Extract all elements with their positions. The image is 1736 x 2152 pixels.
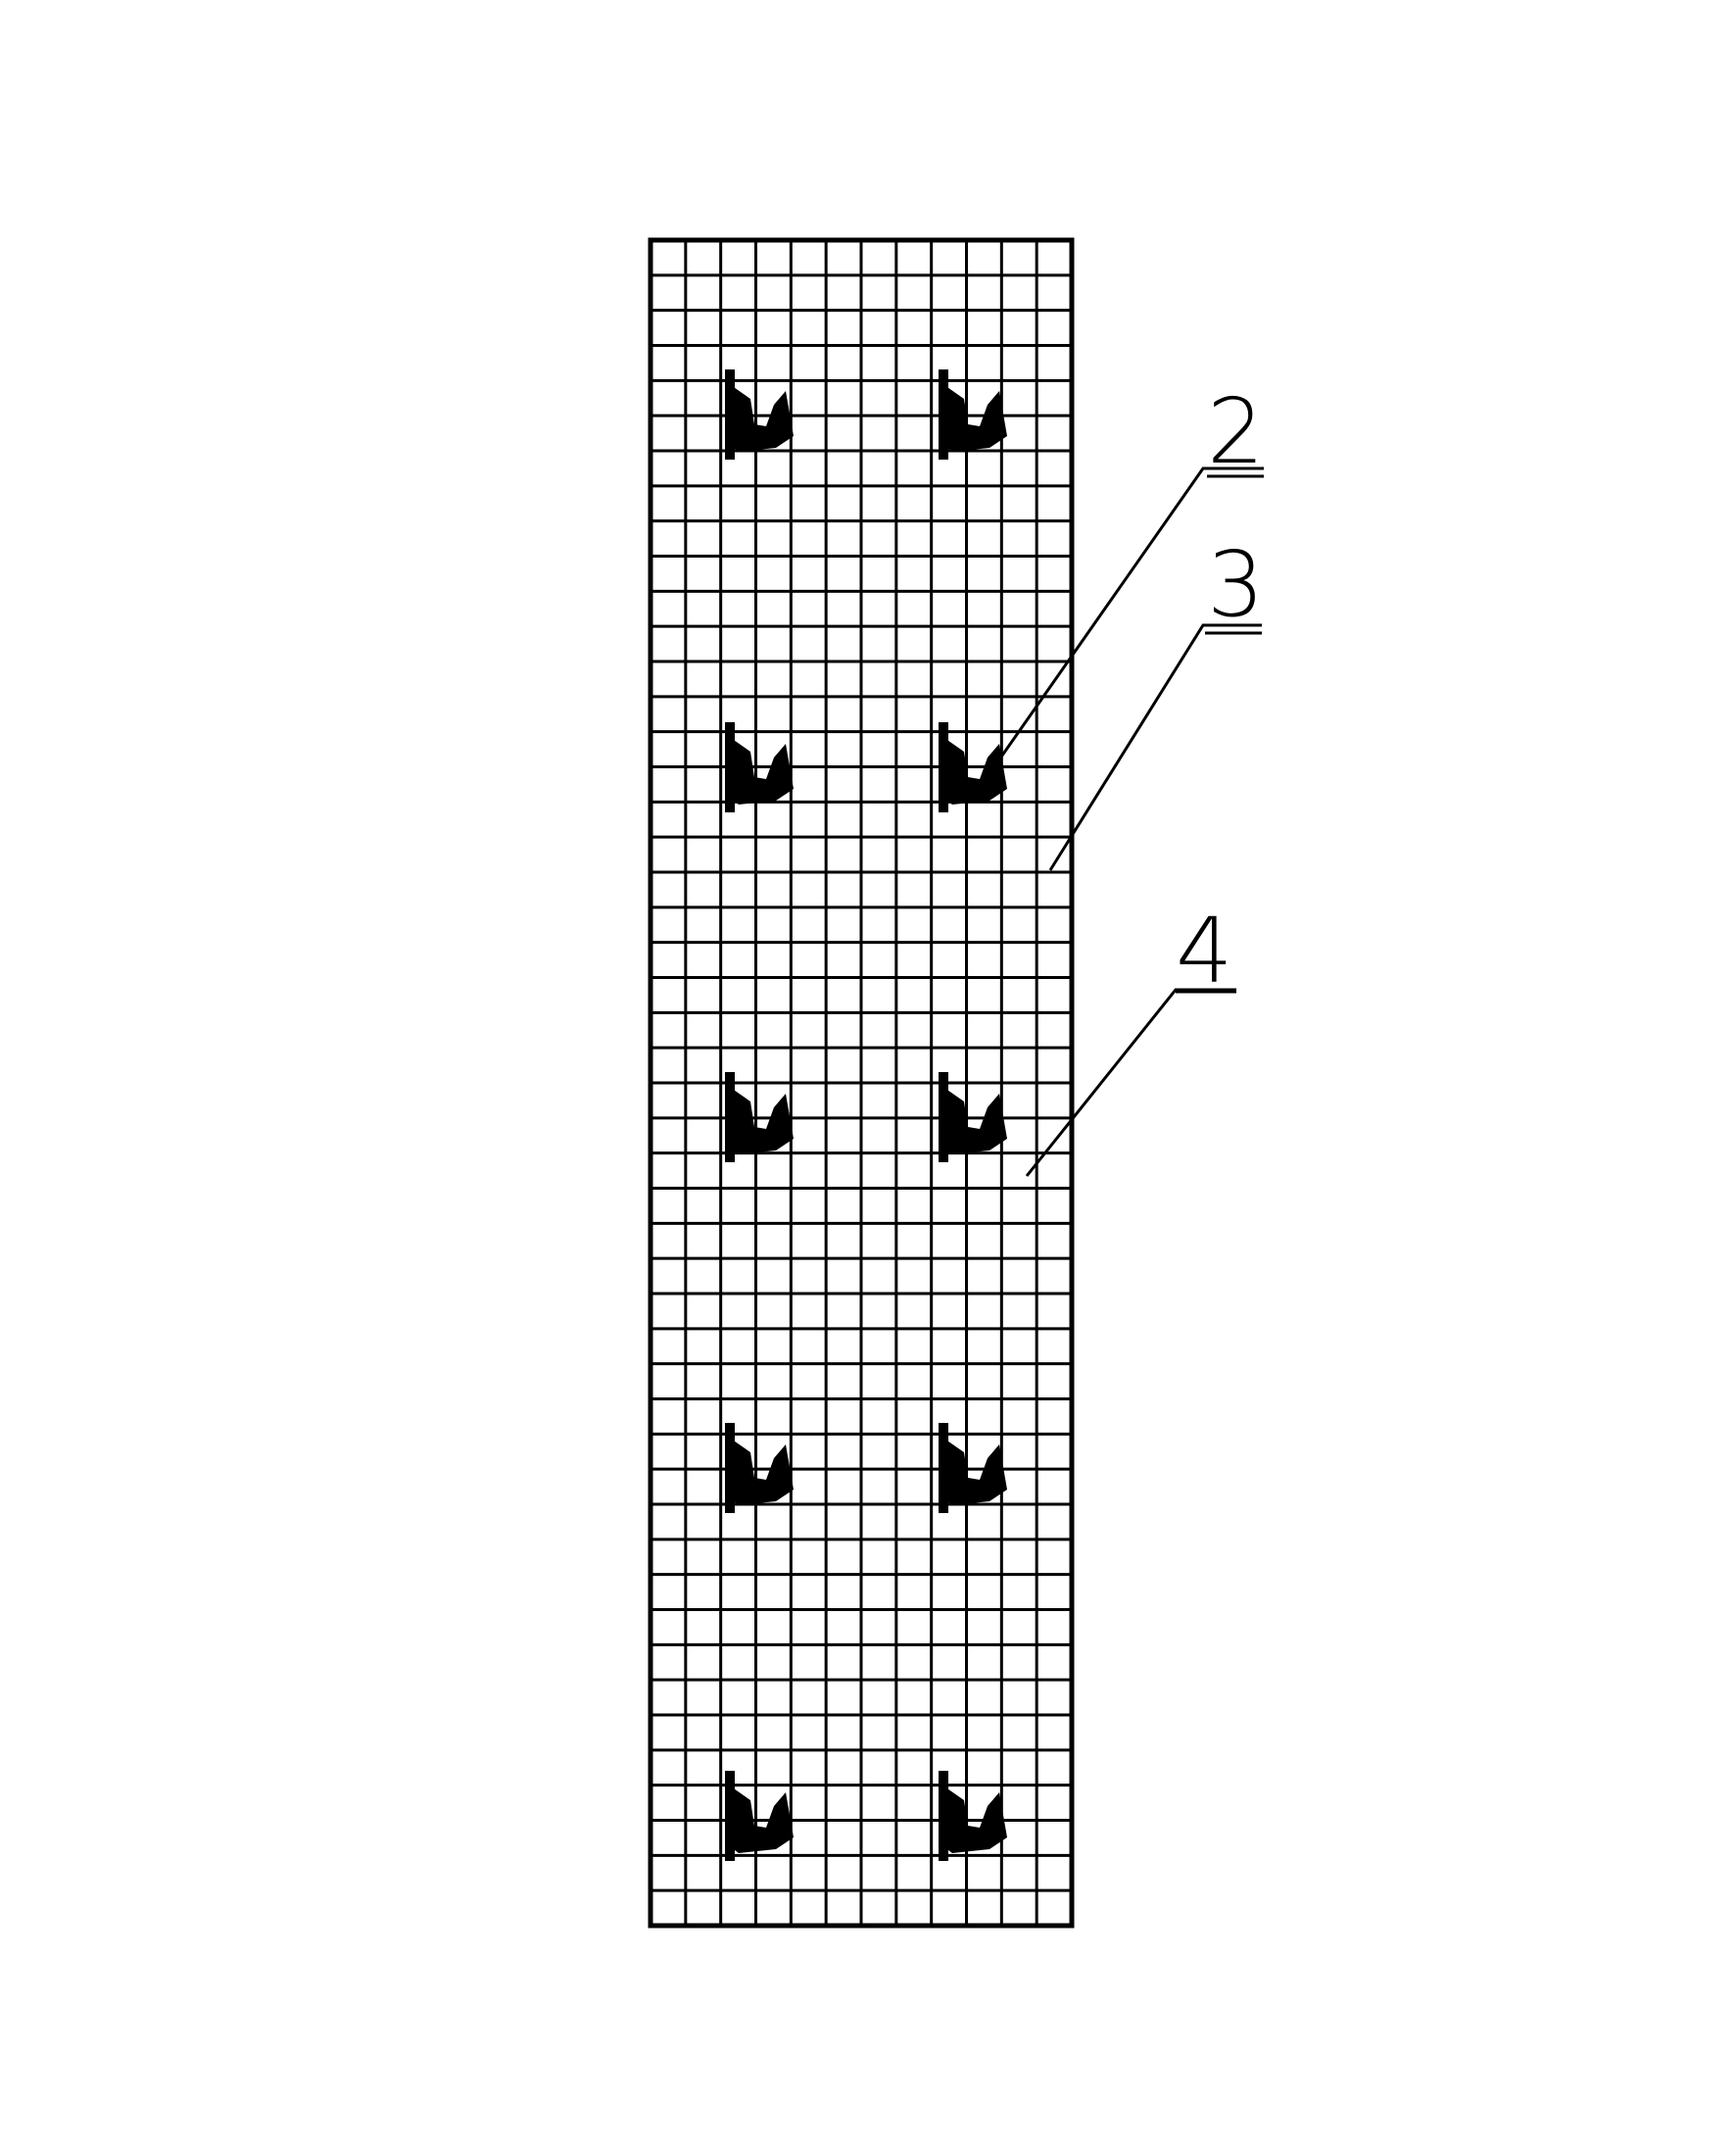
callout-label-3: 3 [1207,532,1265,637]
clip-post [725,369,735,460]
clip-post [939,1771,948,1861]
callout-4: 4 [1025,899,1236,1177]
callout-label-2: 2 [1207,379,1265,484]
clip-body [944,385,1007,452]
clip-mark [725,722,794,812]
leader-line-4 [1025,988,1236,1177]
clip-post [939,369,948,460]
leader-line-2 [995,466,1264,763]
clip-post [725,1072,735,1162]
mesh-grid [651,240,1072,1926]
clip-body [944,1786,1007,1853]
clip-post [939,1423,948,1513]
callout-3: 3 [1048,532,1265,871]
clip-mark [939,1423,1007,1513]
clip-body [731,385,794,452]
leader-line-3 [1048,623,1262,871]
clip-mark [939,1072,1007,1162]
clip-body [944,1439,1007,1505]
clip-mark [725,1423,794,1513]
clip-body [731,1439,794,1505]
clip-body [731,1786,794,1853]
clip-marks [725,369,1007,1861]
clip-post [939,1072,948,1162]
clip-mark [725,1771,794,1861]
clip-body [944,1088,1007,1154]
clip-mark [725,1072,794,1162]
clip-post [725,722,735,812]
clip-body [944,738,1007,805]
clip-body [731,1088,794,1154]
clip-mark [939,369,1007,460]
clip-mark [939,1771,1007,1861]
clip-mark [725,369,794,460]
callout-label-4: 4 [1176,899,1233,1003]
clip-body [731,738,794,805]
clip-post [725,1423,735,1513]
clip-mark [939,722,1007,812]
clip-post [939,722,948,812]
clip-post [725,1771,735,1861]
callout-2: 2 [995,379,1265,763]
